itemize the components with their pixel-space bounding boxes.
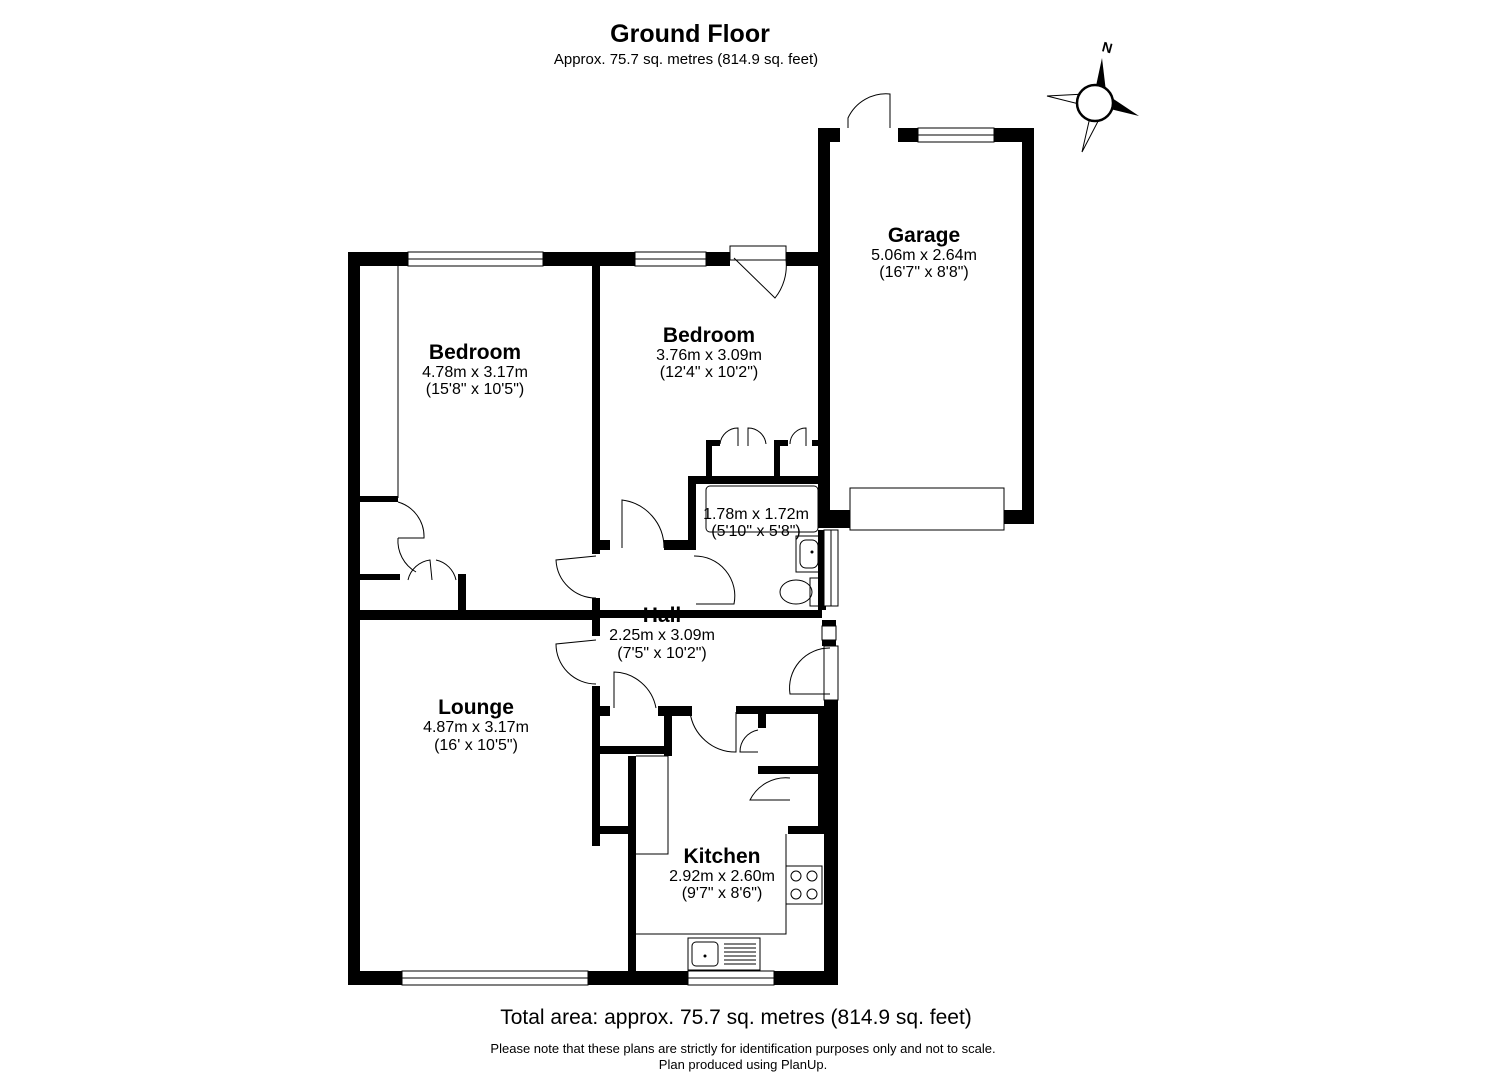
room-name: Garage <box>888 224 960 247</box>
room-imperial: (7'5" x 10'2") <box>617 645 707 662</box>
bath-icon <box>705 485 819 533</box>
room-imperial: (9'7" x 8'6") <box>682 885 763 902</box>
room-imperial: (15'8" x 10'5") <box>426 381 524 398</box>
room-name: Kitchen <box>683 845 760 868</box>
plan-title: Ground Floor <box>610 20 770 48</box>
room-hall: Hall 2.25m x 3.09m (7'5" x 10'2") <box>609 604 715 662</box>
plan-credit: Plan produced using PlanUp. <box>658 1057 828 1072</box>
room-bedroom-2: Bedroom 3.76m x 3.09m (12'4" x 10'2") <box>656 324 762 381</box>
room-name: Bedroom <box>429 341 521 364</box>
windows <box>401 127 1005 986</box>
doors <box>397 93 891 801</box>
basin-icon <box>795 535 823 573</box>
kitchen-sink-icon <box>687 937 761 971</box>
room-kitchen: Kitchen 2.92m x 2.60m (9'7" x 8'6") <box>669 845 775 902</box>
room-metric: 4.87m x 3.17m <box>423 719 529 736</box>
room-metric: 2.25m x 3.09m <box>609 627 715 644</box>
room-metric: 5.06m x 2.64m <box>871 247 977 264</box>
fixtures <box>397 266 823 971</box>
room-metric: 2.92m x 2.60m <box>669 868 775 885</box>
toilet-icon <box>779 577 823 607</box>
room-name: Bedroom <box>663 324 755 347</box>
room-bathroom: 1.78m x 1.72m (5'10" x 5'8") <box>703 506 809 540</box>
room-name: Hall <box>643 604 682 627</box>
disclaimer-note: Please note that these plans are strictl… <box>490 1041 996 1056</box>
room-metric: 3.76m x 3.09m <box>656 347 762 364</box>
room-garage: Garage 5.06m x 2.64m (16'7" x 8'8") <box>871 224 977 281</box>
room-metric: 1.78m x 1.72m <box>703 506 809 523</box>
room-metric: 4.78m x 3.17m <box>422 364 528 381</box>
room-name: Lounge <box>438 696 514 719</box>
plan-subtitle: Approx. 75.7 sq. metres (814.9 sq. feet) <box>553 51 819 68</box>
room-imperial: (5'10" x 5'8") <box>711 523 801 540</box>
room-bedroom-1: Bedroom 4.78m x 3.17m (15'8" x 10'5") <box>422 341 528 398</box>
inner-walls <box>348 264 836 981</box>
room-imperial: (16'7" x 8'8") <box>879 264 969 281</box>
room-imperial: (16' x 10'5") <box>434 737 518 754</box>
room-imperial: (12'4" x 10'2") <box>660 364 758 381</box>
room-lounge: Lounge 4.87m x 3.17m (16' x 10'5") <box>423 696 529 754</box>
total-area: Total area: approx. 75.7 sq. metres (814… <box>500 1006 972 1029</box>
hob-icon <box>785 865 823 905</box>
north-compass-icon: N <box>1046 38 1139 153</box>
compass-north-label: N <box>1100 38 1114 56</box>
